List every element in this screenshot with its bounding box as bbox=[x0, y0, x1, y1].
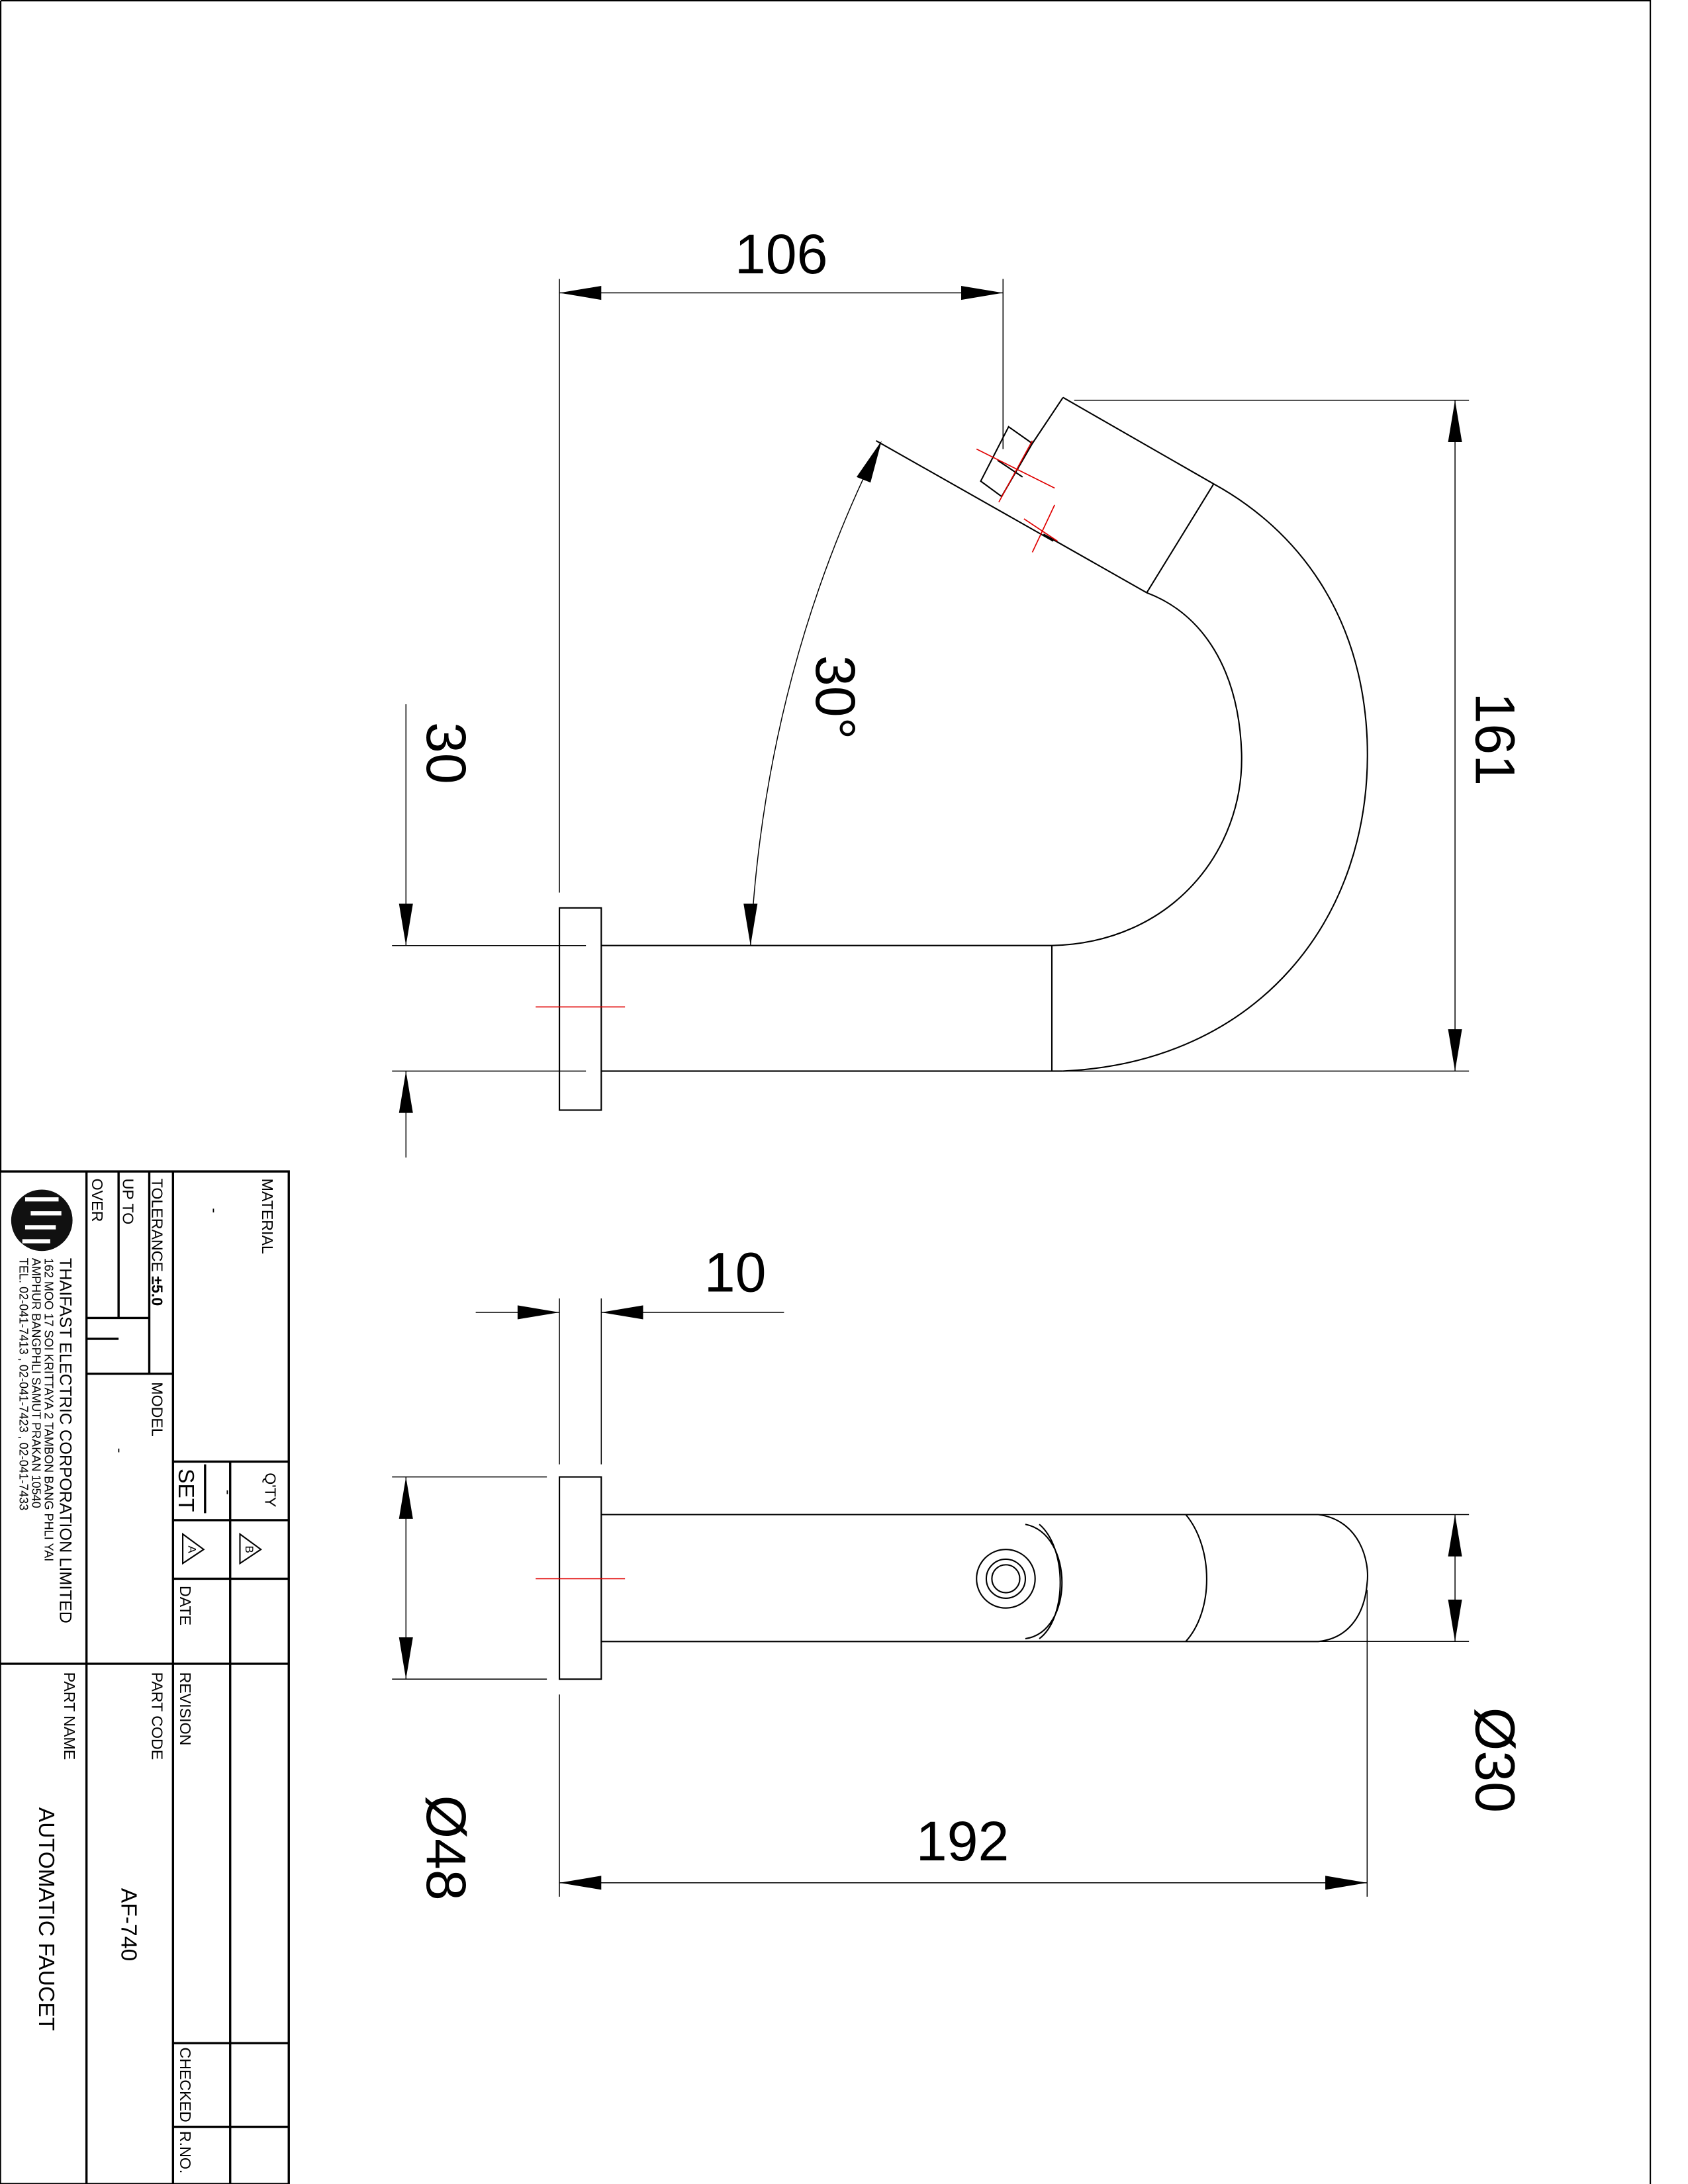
top-bend-seam bbox=[1146, 483, 1215, 594]
dim-192-arrow-left bbox=[559, 1876, 602, 1890]
dim-30dia-arrow-top bbox=[1448, 1514, 1462, 1557]
dim-161-lines bbox=[1062, 400, 1470, 1072]
dim-angle-arrow-top bbox=[856, 440, 882, 483]
sensor-ring-mid bbox=[985, 1558, 1027, 1599]
tolerance-value: ±5.0 bbox=[149, 1276, 166, 1306]
part-name-label: PART NAME bbox=[61, 1672, 78, 1760]
qty-unit: SET bbox=[173, 1469, 199, 1512]
revision-triangle-a bbox=[182, 1532, 205, 1565]
dim-30-arrow-bottom bbox=[399, 1071, 413, 1113]
dim-30dia-arrow-bottom bbox=[1448, 1600, 1462, 1642]
qty-value: - bbox=[220, 1490, 237, 1495]
dim-192-lines bbox=[559, 1590, 1368, 1897]
dim-192-label: 192 bbox=[916, 1810, 1009, 1872]
sensor-ring-outer bbox=[976, 1549, 1036, 1609]
company-phone: TEL. 02-041-7413 , 02-041-7423 , 02-041-… bbox=[17, 1258, 30, 1511]
dim-30-arrow-top bbox=[399, 903, 413, 946]
model-value: - bbox=[111, 1448, 128, 1453]
dim-angle-label: 30° bbox=[804, 655, 867, 739]
top-pipe-straight bbox=[601, 944, 1063, 1072]
dim-10-arrow-left bbox=[517, 1305, 560, 1320]
top-bend-inner bbox=[1051, 592, 1243, 946]
side-seam bbox=[1185, 1514, 1207, 1642]
top-spout bbox=[1031, 396, 1214, 594]
rno-label: R.NO. bbox=[177, 2131, 194, 2173]
revision-a-label: A bbox=[186, 1546, 199, 1554]
company-logo bbox=[11, 1189, 73, 1251]
qty-label: Q'TY bbox=[261, 1473, 279, 1507]
material-value: - bbox=[206, 1208, 223, 1213]
dim-30-label: 30 bbox=[415, 722, 477, 784]
checked-label: CHECKED bbox=[177, 2047, 194, 2122]
dim-10-label: 10 bbox=[704, 1241, 767, 1303]
part-code-label: PART CODE bbox=[149, 1672, 166, 1760]
dim-161-arrow-bottom bbox=[1448, 1029, 1462, 1071]
dim-106-arrow-right bbox=[961, 285, 1004, 300]
side-pipe bbox=[601, 1514, 1368, 1643]
top-view: 106 161 30 30° bbox=[392, 223, 1526, 1158]
angle-reference-line bbox=[875, 439, 1054, 542]
up-to-label: UP TO bbox=[119, 1179, 136, 1225]
dim-angle-arrow-bottom bbox=[743, 903, 758, 946]
dim-161-arrow-top bbox=[1448, 400, 1462, 443]
dim-30-lines bbox=[392, 704, 586, 1158]
side-sensor-housing bbox=[1025, 1524, 1063, 1640]
company-address-2: AMPHUR BANGPHLI SAMUT PRAKAN 10540 bbox=[29, 1258, 42, 1508]
part-code-value: AF-740 bbox=[116, 1888, 141, 1962]
top-bend-outer bbox=[1062, 483, 1368, 1072]
dim-48-arrow-top bbox=[399, 1477, 413, 1519]
material-label: MATERIAL bbox=[259, 1179, 276, 1254]
title-block-grid bbox=[0, 1170, 290, 2184]
tolerance-field: TOLERANCE ±5.0 bbox=[149, 1179, 166, 1306]
side-view: 10 Ø48 Ø30 192 bbox=[392, 1241, 1526, 1901]
red-crosshair-1 bbox=[976, 440, 1055, 503]
dim-161-label: 161 bbox=[1464, 693, 1526, 786]
dim-106-lines bbox=[559, 279, 1004, 893]
top-flange bbox=[559, 907, 602, 1111]
revision-b-label: B bbox=[243, 1546, 256, 1553]
sheet-border bbox=[0, 0, 1652, 2184]
dim-106-label: 106 bbox=[735, 223, 828, 285]
dim-10-arrow-right bbox=[601, 1305, 643, 1320]
dim-angle-arc bbox=[750, 445, 880, 946]
dim-192-arrow-right bbox=[1325, 1876, 1368, 1890]
red-crosshair-2 bbox=[1023, 504, 1058, 553]
part-name-value: AUTOMATIC FAUCET bbox=[34, 1807, 59, 2031]
company-name: THAIFAST ELECTRIC CORPORATION LIMITED bbox=[56, 1258, 75, 1623]
revision-triangle-b bbox=[239, 1532, 262, 1565]
over-label: OVER bbox=[89, 1179, 106, 1222]
title-block: MATERIAL - Q'TY - SET A B DATE TOLERANCE… bbox=[0, 1170, 290, 2184]
dim-10-lines bbox=[475, 1298, 784, 1465]
company-address-1: 162 MOO 17 SOI KRITTAYA 2 TAMBON BANG PH… bbox=[42, 1258, 55, 1562]
dim-30dia-label: Ø30 bbox=[1464, 1707, 1526, 1813]
model-label: MODEL bbox=[149, 1382, 166, 1437]
dim-106-arrow-left bbox=[559, 285, 602, 300]
date-label: DATE bbox=[177, 1586, 194, 1625]
revision-label: REVISION bbox=[177, 1672, 194, 1746]
dim-48-arrow-bottom bbox=[399, 1637, 413, 1680]
sensor-ring-inner bbox=[991, 1564, 1021, 1594]
dim-48-label: Ø48 bbox=[415, 1795, 477, 1900]
tolerance-label: TOLERANCE bbox=[149, 1179, 166, 1272]
side-flange bbox=[559, 1476, 602, 1680]
